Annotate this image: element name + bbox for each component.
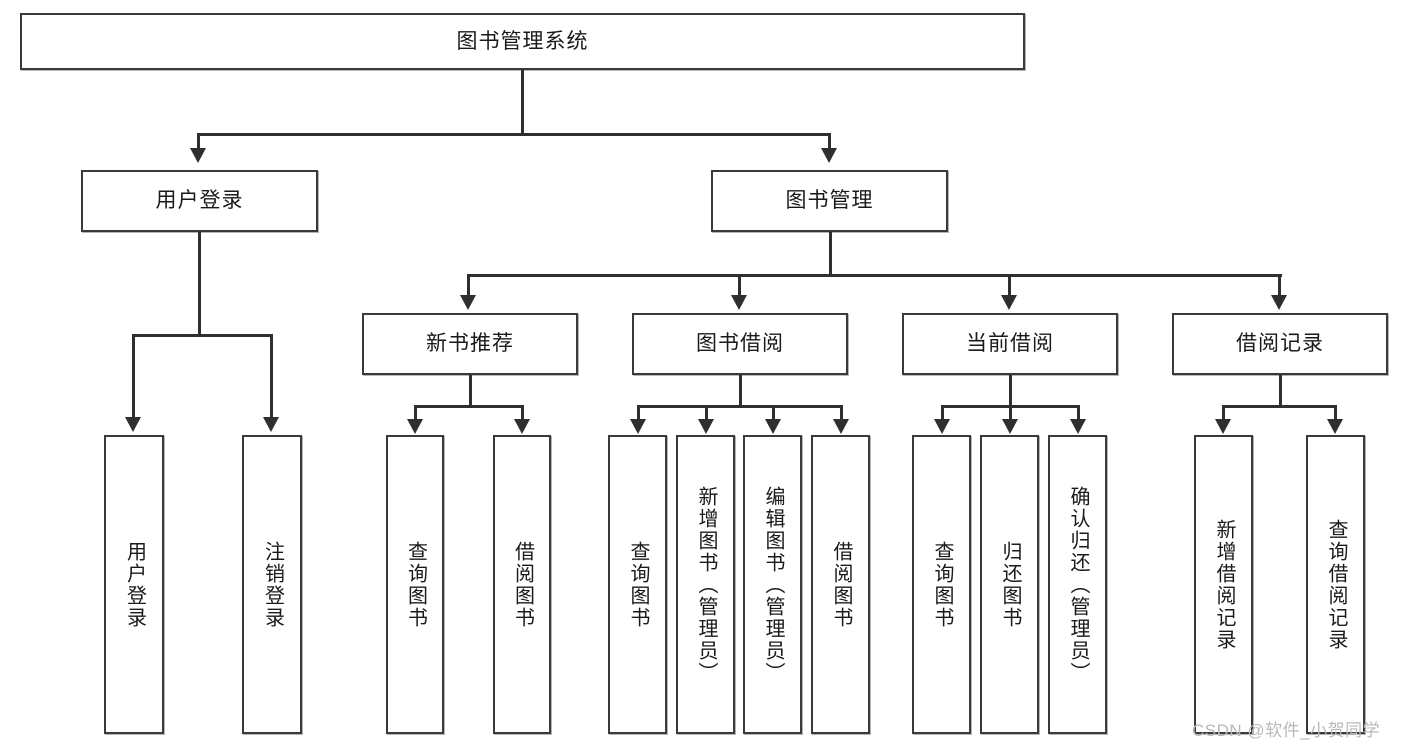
arrowhead-borrow-record-1 [1215, 419, 1231, 434]
leaf-book-borrow-query-book[interactable]: 查询图书 [608, 435, 667, 734]
edge-root-to-user-login [197, 133, 200, 150]
arrowhead-book-borrow-4 [833, 419, 849, 434]
edge-root-stem [521, 70, 524, 135]
node-new-book-recommend[interactable]: 新书推荐 [362, 313, 578, 375]
edge-root-to-book-manage [828, 133, 831, 150]
edge-root-bus [197, 133, 831, 136]
leaf-book-borrow-edit-book[interactable]: 编辑图书（管理员） [743, 435, 802, 734]
arrowhead-level3-1 [460, 295, 476, 310]
edge-new-book-stem [469, 375, 472, 407]
node-label: 图书管理系统 [456, 29, 589, 53]
edge-user-login-drop-2 [270, 334, 273, 418]
arrowhead-book-borrow-2 [698, 419, 714, 434]
arrowhead-to-book-manage [821, 148, 837, 163]
arrowhead-user-login-1 [125, 417, 141, 432]
node-label: 新书推荐 [426, 332, 514, 356]
leaf-borrow-record-query-record[interactable]: 查询借阅记录 [1306, 435, 1365, 734]
arrowhead-new-book-2 [514, 419, 530, 434]
edge-borrow-record-bus [1222, 405, 1337, 408]
edge-user-login-stem [198, 232, 201, 336]
leaf-borrow-record-add-record[interactable]: 新增借阅记录 [1194, 435, 1253, 734]
node-label: 图书管理 [785, 189, 874, 213]
arrowhead-book-borrow-1 [630, 419, 646, 434]
arrowhead-book-borrow-3 [765, 419, 781, 434]
node-label: 用户登录 [123, 540, 146, 629]
edge-book-manage-drop-3 [1008, 274, 1011, 296]
node-label: 归还图书 [999, 540, 1021, 629]
node-label: 注销登录 [261, 540, 284, 629]
edge-borrow-record-drop-2 [1334, 405, 1337, 420]
arrowhead-current-borrow-3 [1070, 419, 1086, 434]
node-label: 图书借阅 [696, 332, 784, 356]
node-user-login[interactable]: 用户登录 [81, 170, 318, 232]
arrowhead-borrow-record-2 [1327, 419, 1343, 434]
edge-book-borrow-bus [637, 405, 842, 408]
node-label: 新增借阅记录 [1213, 518, 1235, 651]
edge-current-borrow-drop-1 [941, 405, 944, 420]
leaf-user-login-logout[interactable]: 注销登录 [242, 435, 302, 734]
node-label: 查询图书 [404, 540, 427, 629]
node-label: 当前借阅 [966, 332, 1054, 356]
edge-new-book-bus [414, 405, 524, 408]
arrowhead-user-login-2 [263, 417, 279, 432]
arrowhead-to-user-login [190, 148, 206, 163]
node-label: 确认归还（管理员） [1067, 485, 1089, 684]
node-borrow-record[interactable]: 借阅记录 [1172, 313, 1388, 375]
edge-current-borrow-drop-3 [1077, 405, 1080, 420]
node-label: 查询借阅记录 [1325, 518, 1347, 651]
arrowhead-level3-4 [1271, 295, 1287, 310]
node-label: 编辑图书（管理员） [762, 485, 784, 684]
node-label: 借阅图书 [511, 540, 534, 629]
edge-book-manage-drop-2 [738, 274, 741, 296]
edge-current-borrow-stem [1009, 375, 1012, 407]
leaf-new-book-borrow-book[interactable]: 借阅图书 [493, 435, 551, 734]
leaf-book-borrow-add-book[interactable]: 新增图书（管理员） [676, 435, 735, 734]
edge-book-borrow-drop-1 [637, 405, 640, 420]
edge-book-borrow-stem [739, 375, 742, 407]
leaf-user-login-login[interactable]: 用户登录 [104, 435, 164, 734]
edge-borrow-record-drop-1 [1222, 405, 1225, 420]
arrowhead-current-borrow-1 [934, 419, 950, 434]
edge-user-login-drop-1 [132, 334, 135, 418]
edge-book-borrow-drop-3 [772, 405, 775, 420]
edge-user-login-bus [132, 334, 272, 337]
node-label: 借阅记录 [1236, 332, 1324, 356]
arrowhead-current-borrow-2 [1002, 419, 1018, 434]
node-label: 查询图书 [931, 540, 953, 629]
edge-book-borrow-drop-4 [840, 405, 843, 420]
node-root-system[interactable]: 图书管理系统 [20, 13, 1025, 70]
edge-new-book-drop-1 [414, 405, 417, 420]
edge-borrow-record-stem [1279, 375, 1282, 407]
node-book-borrow[interactable]: 图书借阅 [632, 313, 848, 375]
edge-book-manage-drop-4 [1278, 274, 1281, 296]
arrowhead-level3-2 [731, 295, 747, 310]
node-current-borrow[interactable]: 当前借阅 [902, 313, 1118, 375]
edge-book-manage-stem [829, 232, 832, 276]
leaf-current-borrow-query-book[interactable]: 查询图书 [912, 435, 971, 734]
leaf-new-book-query-book[interactable]: 查询图书 [386, 435, 444, 734]
edge-current-borrow-drop-2 [1009, 405, 1012, 420]
edge-book-manage-bus [467, 274, 1282, 277]
arrowhead-new-book-1 [407, 419, 423, 434]
node-label: 借阅图书 [830, 540, 852, 629]
edge-book-borrow-drop-2 [705, 405, 708, 420]
leaf-current-borrow-return-book[interactable]: 归还图书 [980, 435, 1039, 734]
edge-new-book-drop-2 [521, 405, 524, 420]
leaf-book-borrow-borrow-book[interactable]: 借阅图书 [811, 435, 870, 734]
arrowhead-level3-3 [1001, 295, 1017, 310]
node-label: 查询图书 [627, 540, 649, 629]
node-label: 新增图书（管理员） [695, 485, 717, 684]
leaf-current-borrow-confirm-return[interactable]: 确认归还（管理员） [1048, 435, 1107, 734]
edge-book-manage-drop-1 [467, 274, 470, 296]
node-label: 用户登录 [155, 189, 244, 213]
node-book-management[interactable]: 图书管理 [711, 170, 948, 232]
